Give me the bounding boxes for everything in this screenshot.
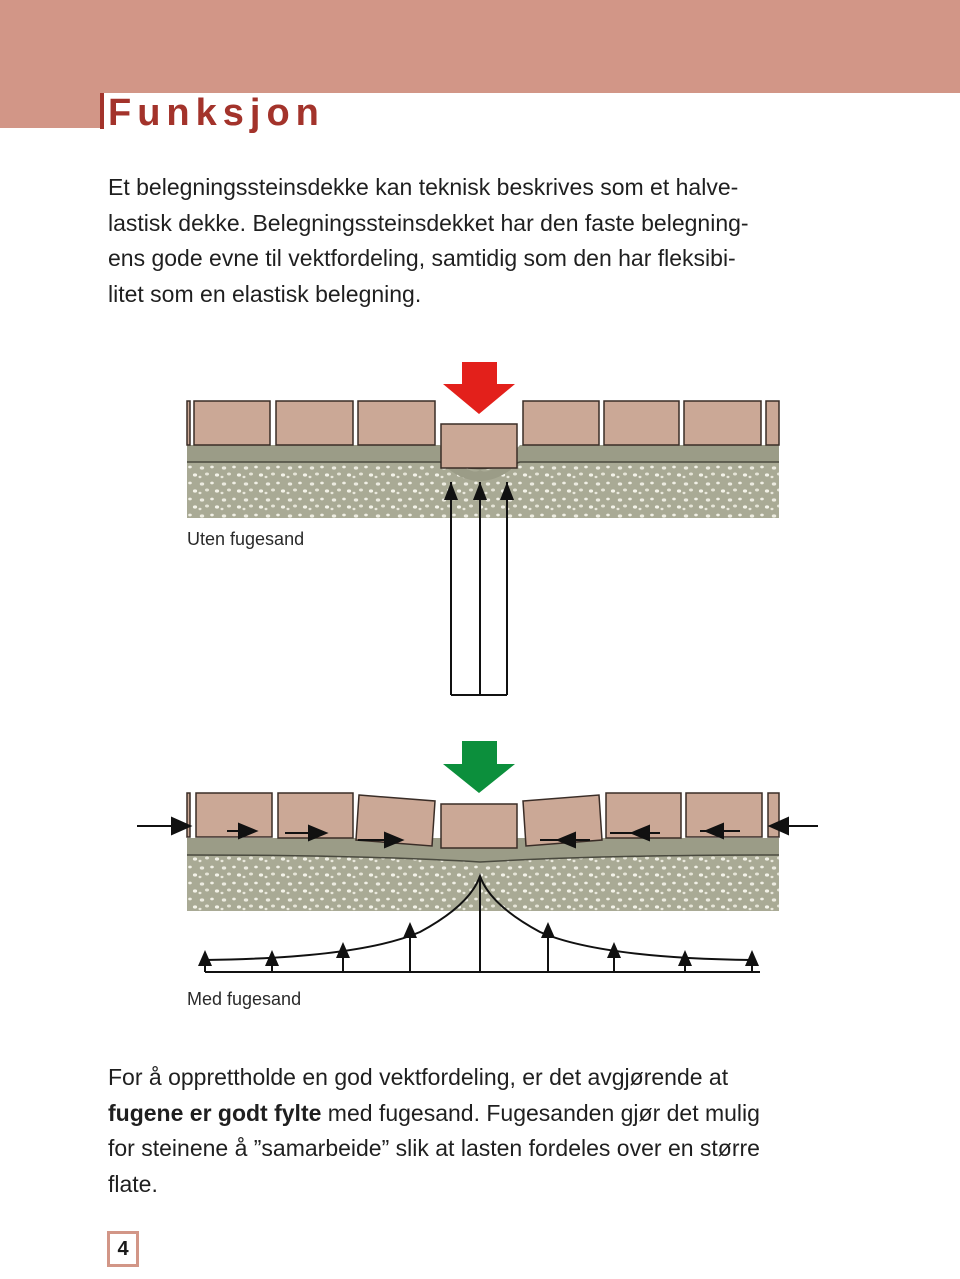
intro-line-4: litet som en elastisk belegning. xyxy=(108,280,422,307)
intro-paragraph: Et belegningssteinsdekke kan teknisk bes… xyxy=(108,170,868,312)
closing-line-4: flate. xyxy=(108,1170,158,1197)
load-distribution-diagram xyxy=(137,362,818,973)
title-box xyxy=(100,93,960,129)
sand-layer-top xyxy=(187,445,779,481)
horizontal-compression-arrows xyxy=(137,816,818,849)
closing-paragraph: For å opprettholde en god vektfordeling,… xyxy=(108,1060,868,1202)
intro-line-3: ens gode evne til vektfordeling, samtidi… xyxy=(108,245,736,271)
closing-line-2-rest: med fugesand. Fugesanden gjør det mulig xyxy=(321,1099,760,1126)
closing-bold-phrase: fugene er godt fylte xyxy=(108,1099,322,1126)
paving-stones-top xyxy=(186,400,780,469)
load-arrow-red xyxy=(443,362,515,414)
closing-line-3: for steinene å ”samarbeide” slik at last… xyxy=(108,1135,760,1161)
paving-stones-bottom xyxy=(186,792,780,849)
intro-line-1: Et belegningssteinsdekke kan teknisk bes… xyxy=(108,174,739,200)
page-title: Funksjon xyxy=(108,92,325,134)
diagram-with-joint-sand xyxy=(137,741,818,973)
caption-with-joint-sand: Med fugesand xyxy=(187,989,302,1009)
closing-line-1: For å opprettholde en god vektfordeling,… xyxy=(108,1064,729,1090)
page-number: 4 xyxy=(107,1231,139,1267)
title-accent-bar xyxy=(100,93,104,129)
intro-line-2: lastisk dekke. Belegningssteinsdekket ha… xyxy=(108,209,749,236)
caption-without-joint-sand: Uten fugesand xyxy=(187,529,305,549)
diagram-without-joint-sand xyxy=(186,362,780,696)
load-arrow-green xyxy=(443,741,515,793)
reaction-arrows-top xyxy=(450,482,508,696)
